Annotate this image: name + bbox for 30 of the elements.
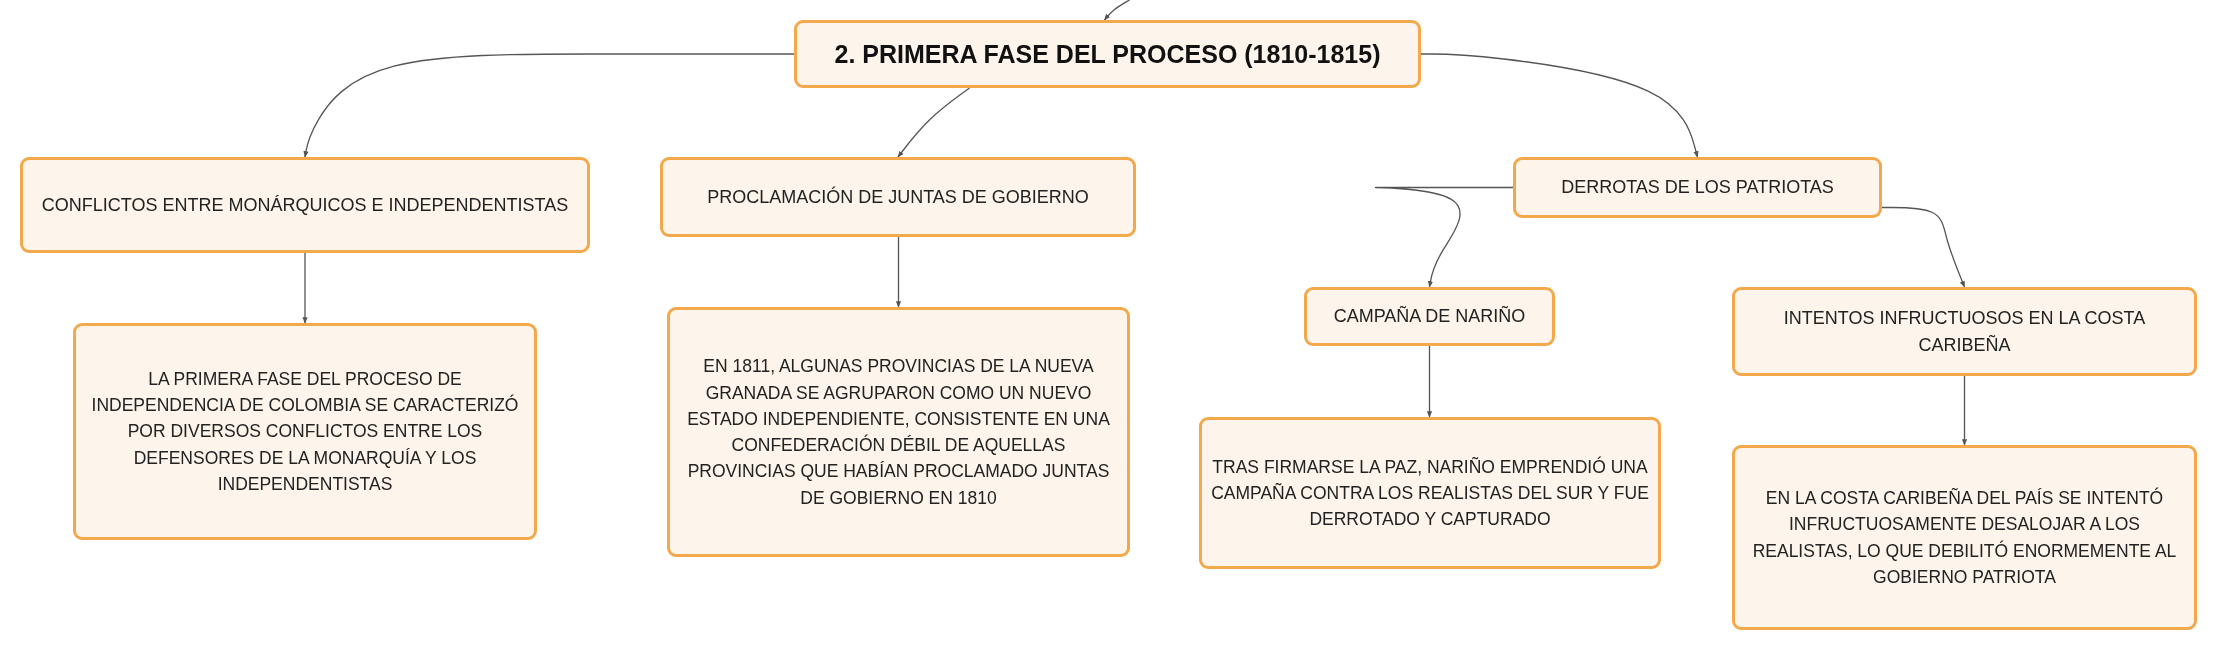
node-text: DERROTAS DE LOS PATRIOTAS [1561, 176, 1834, 200]
node-text: CAMPAÑA DE NARIÑO [1333, 305, 1526, 329]
connector-arrow [895, 236, 902, 308]
connector-arrow [1426, 345, 1433, 418]
node-text: PROCLAMACIÓN DE JUNTAS DE GOBIERNO [707, 185, 1089, 209]
connector-arrow [897, 87, 971, 158]
topic-box [1513, 157, 1882, 218]
node-text: EN 1811, ALGUNAS PROVINCIAS DE LA NUEVA GRANADA SE AGRUPARON COMO UN NUEVO ESTADO INDEPENDIENTE, CONSISTENTE EN UNA CONFEDERACIÓN DÉBIL DE AQUELLAS PROVINCIAS QUE HABÍAN PROCLAMADO JUNTAS DE GOBIERNO EN 1810 [686, 355, 1111, 510]
connector-arrow [1375, 186, 1514, 288]
topic-box [1732, 445, 2197, 630]
topic-box [20, 157, 590, 253]
node-text: INTENTOS INFRUCTUOSOS EN LA COSTA CARIBEÑA [1782, 307, 2147, 357]
topic-box [1304, 287, 1555, 346]
connector-arrow [303, 53, 795, 158]
title-box [794, 20, 1421, 88]
topic-box [660, 157, 1136, 237]
node-text: 2. PRIMERA FASE DEL PROCESO (1810-1815) [834, 38, 1381, 70]
connector-arrow [1881, 206, 1966, 288]
node-text: LA PRIMERA FASE DEL PROCESO DE INDEPENDENCIA DE COLOMBIA SE CARACTERIZÓ POR DIVERSOS CONFLICTOS ENTRE LOS DEFENSORES DE LA MONARQUÍA Y LOS INDEPENDENTISTAS [90, 367, 520, 496]
topic-box [1199, 417, 1661, 569]
topic-box [73, 323, 537, 540]
node-text: TRAS FIRMARSE LA PAZ, NARIÑO EMPRENDIÓ UNA CAMPAÑA CONTRA LOS REALISTAS DEL SUR Y FUE DERROTADO Y CAPTURADO [1210, 455, 1650, 532]
connector-arrow [1103, 0, 1131, 21]
topic-box [1732, 287, 2197, 376]
node-text: EN LA COSTA CARIBEÑA DEL PAÍS SE INTENTÓ INFRUCTUOSAMENTE DESALOJAR A LOS REALISTAS, LO QUE DEBILITÓ ENORMEMENTE AL GOBIERNO PATRIOTA [1751, 486, 2178, 589]
connector-arrow [1961, 375, 1968, 446]
node-text: CONFLICTOS ENTRE MONÁRQUICOS E INDEPENDENTISTAS [41, 193, 569, 217]
topic-box [667, 307, 1130, 557]
connector-arrow [1420, 53, 1699, 158]
connector-arrow [302, 252, 308, 324]
